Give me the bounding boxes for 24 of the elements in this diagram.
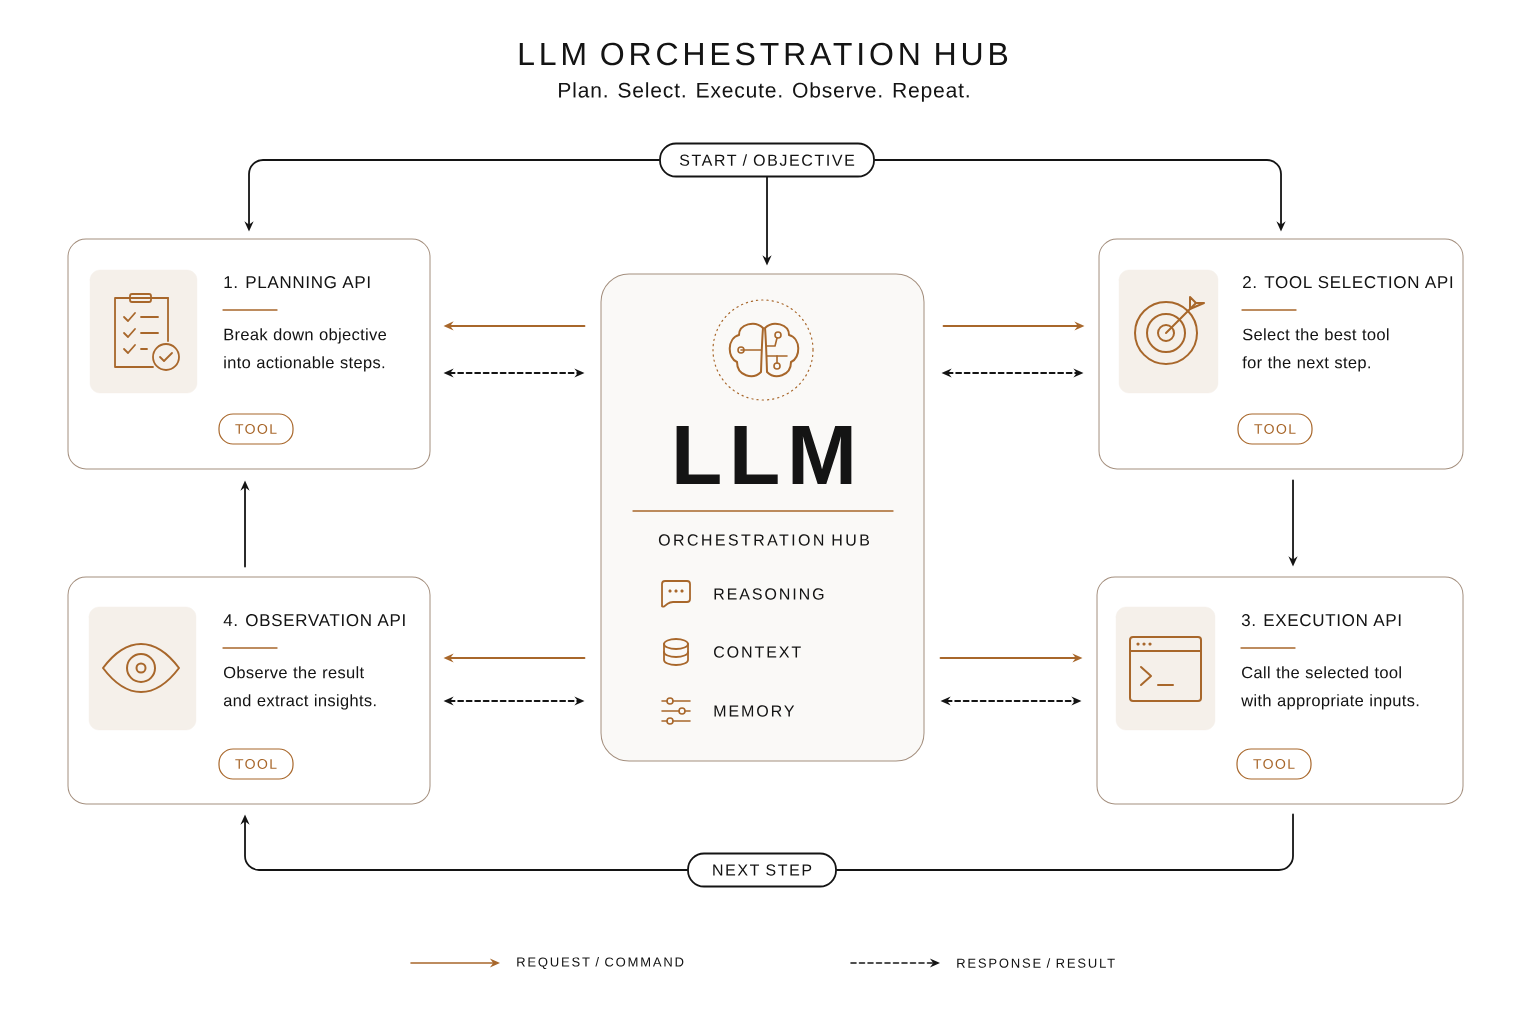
card-heading: 2. TOOL SELECTION API xyxy=(1243,276,1453,289)
tool-pill: TOOL xyxy=(1237,413,1313,445)
step-pill: NEXT STEP xyxy=(687,852,837,888)
tool-pill: TOOL xyxy=(218,413,294,445)
subtitle: Plan. Select. Execute. Observe. Repeat. xyxy=(559,82,969,102)
title: LLM ORCHESTRATION HUB xyxy=(519,42,1008,66)
card-description: Break down objective into actionable steps. xyxy=(224,328,387,372)
card-description: Observe the result and extract insights. xyxy=(223,666,376,710)
legend-label: RESPONSE / RESULT xyxy=(957,958,1115,968)
connector-line xyxy=(836,813,1294,871)
card-description: Call the selected tool with appropriate inputs. xyxy=(1241,666,1419,710)
capability-label: MEMORY xyxy=(714,705,795,717)
card-heading: 1. PLANNING API xyxy=(224,276,370,289)
card-heading: 3. EXECUTION API xyxy=(1241,614,1401,627)
legend-label: REQUEST / COMMAND xyxy=(517,957,684,969)
capability-label: CONTEXT xyxy=(714,646,801,658)
tool-pill: TOOL xyxy=(1236,748,1312,780)
capability-label: REASONING xyxy=(714,588,824,600)
tool-pill: TOOL xyxy=(218,748,294,780)
card-description: Select the best tool for the next step. xyxy=(1242,328,1389,372)
step-pill: START / OBJECTIVE xyxy=(659,142,875,178)
hub-subtitle: ORCHESTRATION HUB xyxy=(658,534,869,546)
hub-title: LLM xyxy=(676,426,852,484)
card-heading: 4. OBSERVATION API xyxy=(223,614,405,627)
